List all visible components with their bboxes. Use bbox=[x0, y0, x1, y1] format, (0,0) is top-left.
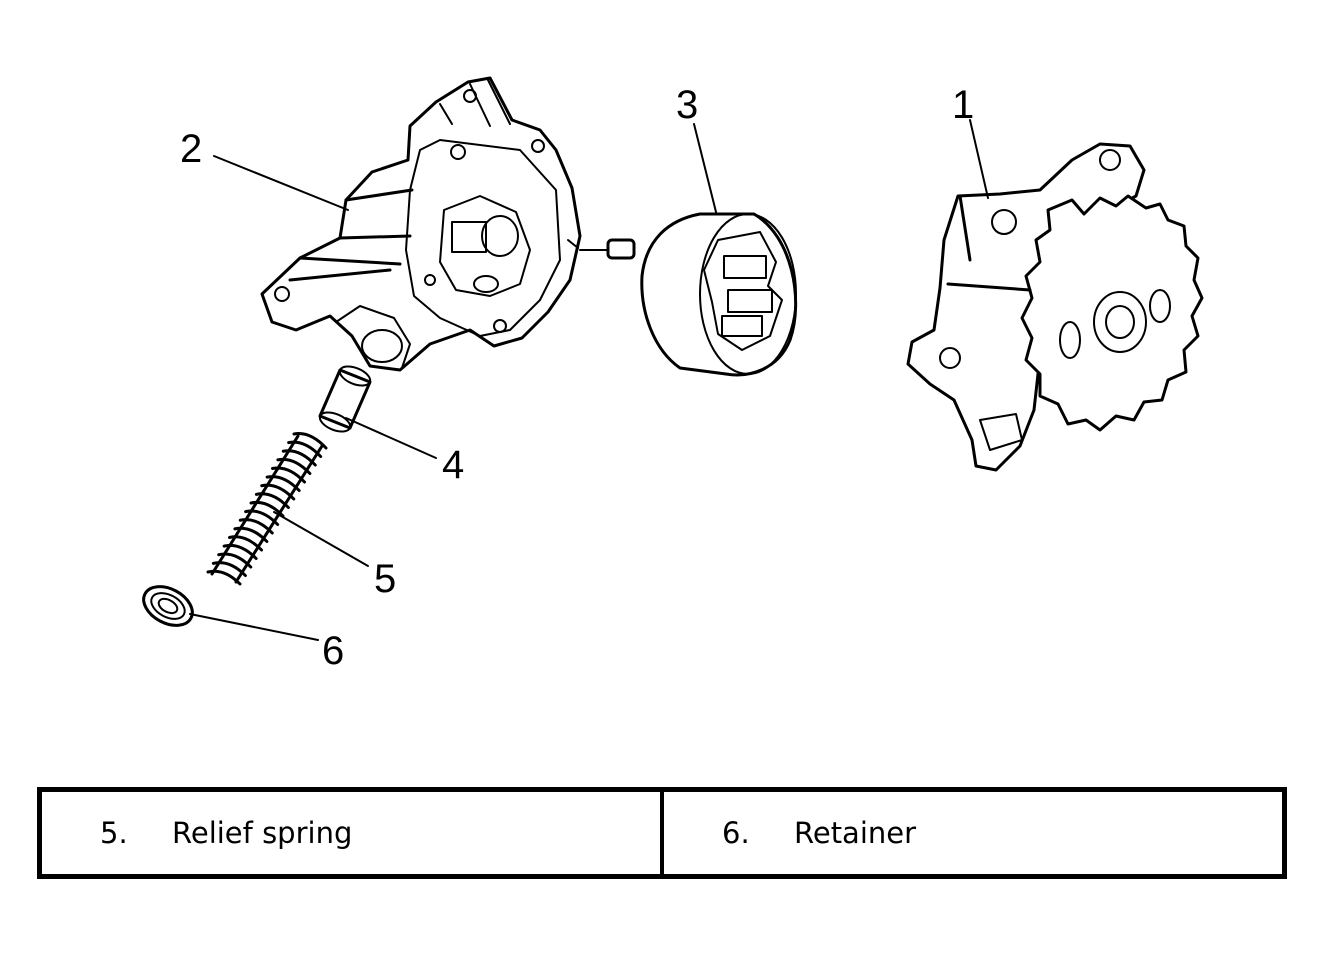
spring-coil bbox=[276, 457, 312, 475]
callout-1: 1 bbox=[952, 83, 974, 127]
relief-valve-part-4 bbox=[318, 365, 372, 433]
callout-5: 5 bbox=[374, 557, 396, 601]
spring-coil bbox=[222, 543, 258, 560]
relief-spring-part-5 bbox=[206, 432, 328, 586]
spring-coil bbox=[254, 492, 290, 509]
callout-4: 4 bbox=[442, 443, 464, 487]
spring-coil bbox=[228, 535, 263, 552]
spring-coil bbox=[206, 569, 242, 586]
spring-coil bbox=[238, 518, 274, 535]
legend-label: Relief spring bbox=[172, 816, 353, 850]
spring-coil bbox=[287, 440, 323, 458]
legend-number: 6. bbox=[722, 816, 750, 850]
cover-sprocket-part-1 bbox=[906, 142, 1204, 472]
spring-coil bbox=[271, 466, 306, 484]
legend-cell-relief-spring: 5. Relief spring bbox=[42, 792, 660, 874]
spring-coil bbox=[244, 509, 280, 526]
spring-coil bbox=[211, 561, 247, 577]
spring-coil bbox=[260, 483, 296, 501]
spring-coil bbox=[233, 526, 269, 543]
spring-coil bbox=[292, 432, 328, 450]
spring-coil bbox=[217, 552, 253, 569]
callout-6: 6 bbox=[322, 629, 344, 673]
legend-table: 5. Relief spring 6. Retainer bbox=[37, 787, 1287, 879]
callout-2: 2 bbox=[180, 127, 202, 171]
callout-3: 3 bbox=[676, 83, 698, 127]
spring-coil bbox=[249, 500, 285, 518]
legend-cell-retainer: 6. Retainer bbox=[660, 792, 1282, 874]
spring-coil bbox=[281, 449, 317, 467]
legend-label: Retainer bbox=[794, 816, 917, 850]
retainer-part-6 bbox=[142, 585, 194, 627]
legend-number: 5. bbox=[100, 816, 128, 850]
spring-coil bbox=[265, 475, 301, 492]
leader-lines bbox=[189, 119, 989, 641]
pump-housing-part-2 bbox=[260, 76, 582, 372]
rotor-part-3 bbox=[579, 212, 798, 377]
